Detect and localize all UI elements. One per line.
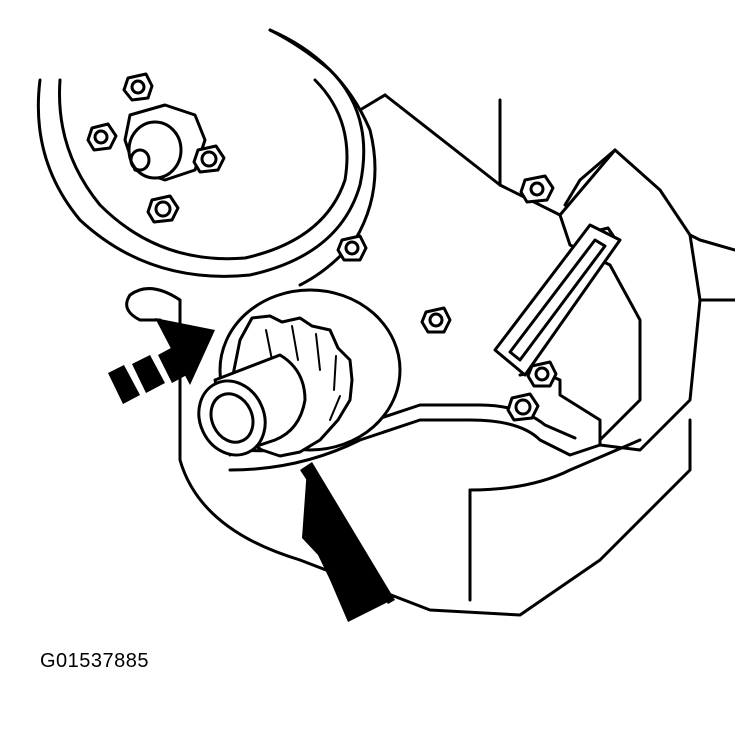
cover-bolt <box>336 234 368 262</box>
solid-arrow <box>300 462 395 622</box>
cover-bolt <box>519 174 555 204</box>
upper-pulley <box>36 28 377 287</box>
cover-bolt <box>526 360 558 388</box>
pulley-bolt <box>122 72 154 102</box>
bracket <box>493 223 622 377</box>
pulley-bolt <box>146 194 180 224</box>
dashed-arrow <box>108 318 215 404</box>
pulley-bolt <box>86 122 118 152</box>
cover-bolt <box>420 306 452 334</box>
pulley-hub <box>123 103 207 182</box>
figure-id-label: G01537885 <box>40 650 150 672</box>
cover-bolt <box>506 392 540 422</box>
crank-sleeve <box>197 353 307 457</box>
pulley-bolt <box>192 144 226 174</box>
